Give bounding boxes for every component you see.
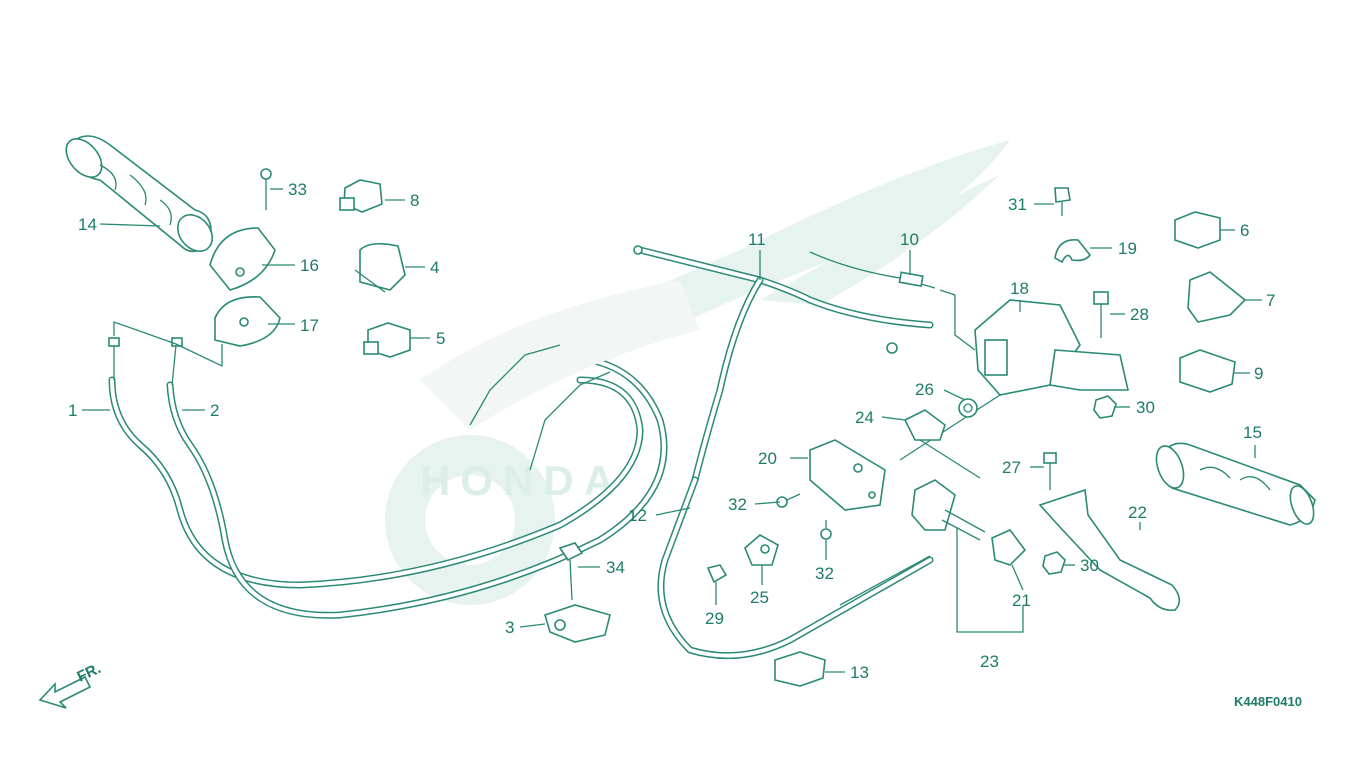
- label-1: 1: [68, 401, 77, 420]
- left-grip-part: [65, 135, 214, 253]
- bolt-part-28: [1093, 291, 1109, 338]
- label-7: 7: [1266, 291, 1275, 310]
- front-direction-marker: FR.: [38, 660, 104, 709]
- lever-bracket-housing-part: [899, 299, 1130, 461]
- label-21: 21: [1012, 591, 1031, 610]
- label-29: 29: [705, 609, 724, 628]
- nut-part-30-upper: [1093, 395, 1117, 419]
- bracket-part-24: [903, 409, 981, 479]
- bolt-part-31: [1054, 187, 1071, 216]
- clamp-bolt-part: [558, 542, 584, 601]
- switch-part-8: [339, 179, 383, 213]
- switch-part-4: [354, 242, 406, 293]
- label-23: 23: [980, 652, 999, 671]
- clamp-part-19: [1054, 239, 1092, 264]
- choke-cable-part-12: [657, 476, 934, 660]
- label-20: 20: [758, 449, 777, 468]
- label-30-upper: 30: [1136, 398, 1155, 417]
- label-3: 3: [505, 618, 514, 637]
- label-15: 15: [1243, 423, 1262, 442]
- throttle-lower-holder-part: [214, 296, 281, 347]
- diagram-code: K448F0410: [1234, 694, 1302, 709]
- switch-part-9: [1179, 349, 1236, 393]
- label-28: 28: [1130, 305, 1149, 324]
- switch-part-7: [1187, 271, 1247, 323]
- label-25: 25: [750, 588, 769, 607]
- label-30-lower: 30: [1080, 556, 1099, 575]
- pivot-bolt-part: [1043, 452, 1057, 490]
- lever-part: [1038, 488, 1181, 612]
- label-17: 17: [300, 316, 319, 335]
- cable-end-part-13: [774, 555, 931, 687]
- front-arrow-icon: [38, 675, 92, 709]
- label-12: 12: [628, 506, 647, 525]
- throttle-cable-part-1: [108, 376, 644, 589]
- label-19: 19: [1118, 239, 1137, 258]
- label-10: 10: [900, 230, 919, 249]
- front-marker-text: FR.: [75, 660, 104, 686]
- label-18: 18: [1010, 279, 1029, 298]
- boot-part-21: [991, 529, 1027, 566]
- label-27: 27: [1002, 458, 1021, 477]
- leader-lines: [82, 188, 1262, 673]
- cable-clamp-part: [544, 604, 611, 643]
- label-14: 14: [78, 215, 97, 234]
- throttle-cable-ends: [108, 321, 223, 386]
- label-8: 8: [410, 191, 419, 210]
- label-11: 11: [748, 230, 766, 249]
- right-grip-part: [1155, 442, 1316, 526]
- switch-assembly-part-23: [911, 479, 1024, 633]
- label-13: 13: [850, 663, 869, 682]
- switch-part-6: [1174, 211, 1221, 249]
- screw-part-32-left: [776, 493, 801, 508]
- label-5: 5: [436, 329, 445, 348]
- label-9: 9: [1254, 364, 1263, 383]
- plate-part-25: [744, 534, 779, 566]
- label-6: 6: [1240, 221, 1249, 240]
- watermark-word: HONDA: [420, 457, 624, 504]
- throttle-cable-part-2: [166, 356, 668, 619]
- label-32-left: 32: [728, 495, 747, 514]
- part-labels: 1 2 3 4 5 6 7 8 9 10 11 12 13 14 15 16 1…: [68, 180, 1275, 682]
- label-16: 16: [300, 256, 319, 275]
- nut-part-30-lower: [1042, 551, 1066, 575]
- throttle-screw-part: [260, 168, 272, 210]
- label-26: 26: [915, 380, 934, 399]
- throttle-upper-holder-part: [209, 227, 276, 291]
- screw-part-29: [706, 564, 728, 584]
- screw-part-32-right: [820, 520, 832, 540]
- spring-part-26: [958, 398, 978, 418]
- label-31: 31: [1008, 195, 1027, 214]
- label-34: 34: [606, 558, 625, 577]
- choke-cable-part-11: [633, 245, 934, 484]
- label-24: 24: [855, 408, 874, 427]
- switch-part-5: [363, 322, 411, 358]
- label-2: 2: [210, 401, 219, 420]
- switch-wire-part: [809, 251, 976, 351]
- label-32-right: 32: [815, 564, 834, 583]
- cover-plate-part-20: [809, 439, 886, 511]
- label-4: 4: [430, 258, 439, 277]
- label-33: 33: [288, 180, 307, 199]
- throttle-adjuster-area: [420, 280, 700, 471]
- label-22: 22: [1128, 503, 1147, 522]
